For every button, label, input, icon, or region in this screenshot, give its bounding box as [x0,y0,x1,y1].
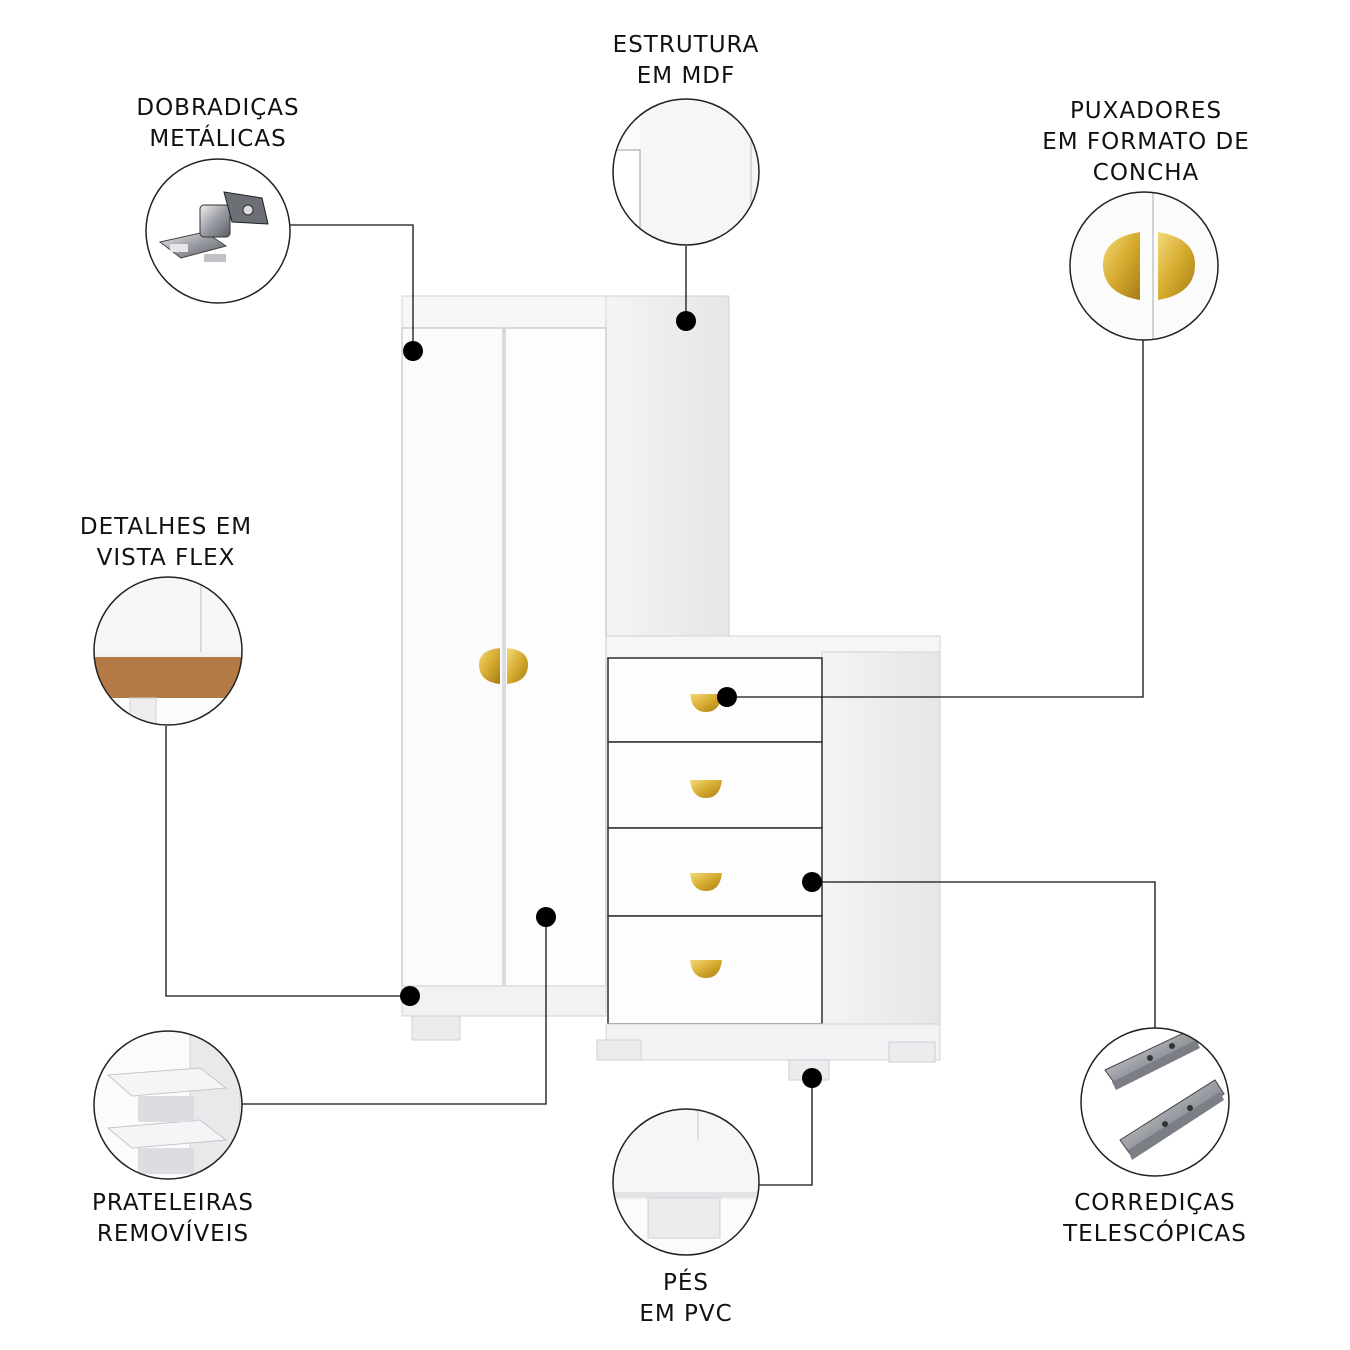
leader-line-dobradicas [290,224,414,350]
leader-line-prateleiras [241,917,547,1105]
label-pes-line-2: EM PVC [639,1301,733,1327]
label-estrutura-line-1: ESTRUTURA [612,32,760,58]
base-plinth [401,985,607,1017]
leader-line-detalhes [165,726,410,997]
dot-dobradicas [403,341,423,361]
drawer-handle-2 [690,780,722,798]
foot-4 [888,1041,936,1063]
marker-dots [400,311,822,1088]
drawer-chest-side [821,651,941,1061]
pvc-foot-icon [612,1108,760,1256]
label-pes-line-1: PÉS [662,1270,709,1296]
label-dobradicas-line-2: METÁLICAS [149,126,287,152]
flex-trim-icon [93,576,243,726]
foot-2 [596,1039,642,1061]
leader-line-corredicas [812,881,1156,1028]
label-puxadores-line-3: CONCHA [1092,160,1200,186]
label-dobradicas: DOBRADIÇAS METÁLICAS [118,93,318,155]
dot-corredicas [802,872,822,892]
leader-line-puxadores [727,340,1144,698]
mdf-structure-icon [612,98,760,246]
label-puxadores-line-2: EM FORMATO DE [1042,129,1250,155]
leader-line-pes [759,1078,813,1186]
label-corredicas-line-2: TELESCÓPICAS [1063,1221,1247,1247]
label-dobradicas-line-1: DOBRADIÇAS [136,95,300,121]
dot-estrutura [676,311,696,331]
drawer-handle-1 [690,694,722,712]
leader-lines [165,224,1156,1186]
label-puxadores: PUXADORES EM FORMATO DE CONCHA [1021,96,1271,189]
label-corredicas-line-1: CORREDIÇAS [1074,1190,1236,1216]
label-puxadores-line-1: PUXADORES [1069,98,1223,124]
dot-detalhes [400,986,420,1006]
label-prateleiras-line-1: PRATELEIRAS [92,1190,254,1216]
foot-1 [411,1015,461,1041]
drawer-handle-3 [690,873,722,891]
label-detalhes-line-1: DETALHES EM [79,514,253,540]
drawer-handle-4 [690,960,722,978]
label-prateleiras-line-2: REMOVÍVEIS [96,1221,250,1247]
dot-prateleiras [536,907,556,927]
label-estrutura: ESTRUTURA EM MDF [581,30,791,92]
door-handle-right [507,648,529,684]
drawers [607,657,823,1025]
wardrobe [401,295,941,1081]
label-prateleiras: PRATELEIRAS REMOVÍVEIS [73,1188,273,1250]
dot-puxadores [717,687,737,707]
base-plinth-right [605,1023,941,1061]
metal-hinge-icon [145,158,291,304]
shell-handle-icon [1069,191,1219,341]
door-handle-left [478,648,500,684]
label-detalhes-line-2: VISTA FLEX [96,545,236,571]
dot-pes [802,1068,822,1088]
label-pes: PÉS EM PVC [586,1268,786,1330]
tall-cabinet-side-panel [605,295,730,642]
label-detalhes: DETALHES EM VISTA FLEX [66,512,266,574]
telescopic-slide-icon [1080,1027,1230,1177]
drawer-3 [607,827,823,917]
label-estrutura-line-2: EM MDF [636,63,736,89]
removable-shelves-icon [93,1030,243,1180]
label-corredicas: CORREDIÇAS TELESCÓPICAS [1040,1188,1270,1250]
